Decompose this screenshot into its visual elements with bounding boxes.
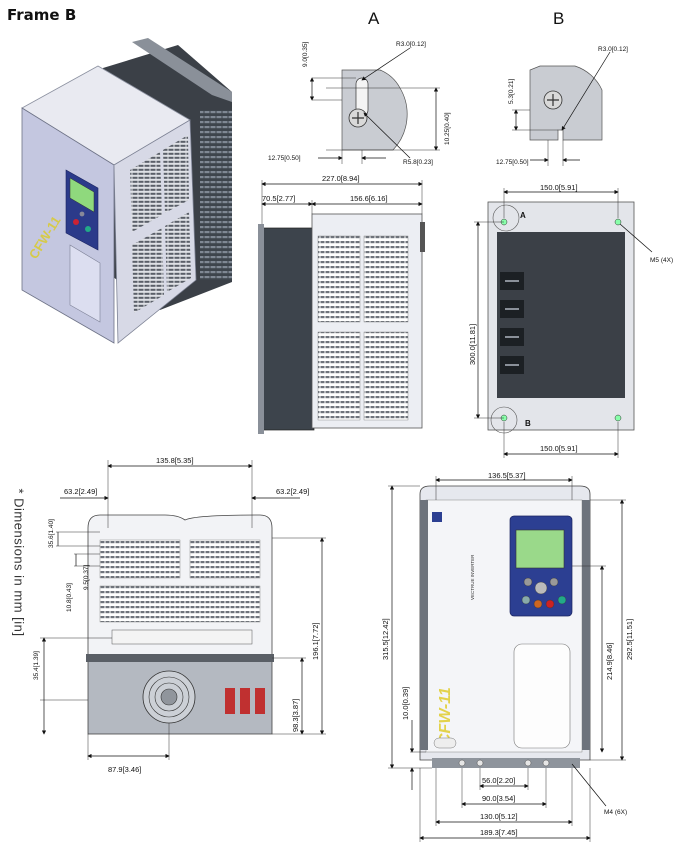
rear-detail-b-callout: B xyxy=(525,419,531,428)
rear-detail-a-callout: A xyxy=(520,211,526,220)
rear-view-drawing: A B 150.0[5.91] 300.0[11.81] 150.0[5.91]… xyxy=(468,183,673,458)
rear-bottom-width: 150.0[5.91] xyxy=(540,444,578,453)
bottom-view-drawing: 135.8[5.35] 63.2[2.49] 63.2[2.49] 35.6[1… xyxy=(33,456,326,774)
detail-b-radius: R3.0[0.12] xyxy=(598,46,628,53)
detail-a-width: 12.75[0.50] xyxy=(268,155,301,162)
detail-a-label: A xyxy=(368,9,380,28)
detail-a-depth: 10.25[0.40] xyxy=(444,112,451,145)
detail-b-height: 5.3[0.21] xyxy=(508,79,515,104)
detail-a-height: 9.0[0.35] xyxy=(302,42,309,67)
detail-a-radius-top: R3.0[0.12] xyxy=(396,41,426,48)
bottom-left-offset: 63.2[2.49] xyxy=(64,487,97,496)
front-top-width: 136.5[5.37] xyxy=(488,471,526,480)
bottom-h6: 98.3[3.87] xyxy=(291,699,300,732)
bottom-h3: 9.5[0.37] xyxy=(83,565,90,590)
front-width-3: 130.0[5.12] xyxy=(480,812,518,821)
front-screw-spec: M4 (6X) xyxy=(604,809,627,816)
front-width-2: 90.0[3.54] xyxy=(482,794,515,803)
bottom-h4: 35.4[1.39] xyxy=(33,651,40,680)
front-subtitle-text: VECTRUE INVERTER xyxy=(470,554,475,600)
detail-b-width: 12.75[0.50] xyxy=(496,159,529,166)
isometric-view: CFW-11 xyxy=(21,38,232,344)
bottom-fan-offset: 87.9[3.46] xyxy=(108,765,141,774)
front-width-1: 56.0[2.20] xyxy=(482,776,515,785)
front-total-height: 315.5[12.42] xyxy=(381,618,390,660)
front-brand-text: CFW-11 xyxy=(437,687,454,745)
front-view-drawing: CFW-11 VECTRUE INVERTER xyxy=(381,471,634,842)
detail-a-drawing: R3.0[0.12] R5.8[0.23] 9.0[0.35] 10.25[0.… xyxy=(268,41,451,166)
bottom-h2: 10.8[0.43] xyxy=(66,583,73,612)
bottom-right-offset: 63.2[2.49] xyxy=(276,487,309,496)
detail-a-radius-bottom: R5.8[0.23] xyxy=(403,159,433,166)
rear-top-width: 150.0[5.91] xyxy=(540,183,578,192)
front-height-3: 214.9[8.46] xyxy=(605,642,614,680)
side-flange-width: 70.5[2.77] xyxy=(262,194,295,203)
side-view-drawing: 227.0[8.94] 70.5[2.77] 156.6[6.16] xyxy=(258,174,425,434)
side-total-width: 227.0[8.94] xyxy=(322,174,360,183)
front-bottom-margin: 10.0[0.39] xyxy=(401,687,410,720)
front-width-4: 189.3[7.45] xyxy=(480,828,518,837)
frame-title: Frame B xyxy=(7,6,77,24)
detail-b-label: B xyxy=(553,9,565,28)
rear-height: 300.0[11.81] xyxy=(468,324,477,365)
bottom-top-span: 135.8[5.35] xyxy=(156,456,194,465)
rear-screw-spec: M5 (4X) xyxy=(650,257,673,264)
detail-b-drawing: R3.0[0.12] 5.3[0.21] 12.75[0.50] xyxy=(496,46,628,166)
bottom-h1: 35.6[1.40] xyxy=(48,519,55,548)
front-height-2: 292.5[11.51] xyxy=(625,619,634,660)
side-body-width: 156.6[6.16] xyxy=(350,194,388,203)
bottom-h5: 196.1[7.72] xyxy=(311,622,320,660)
